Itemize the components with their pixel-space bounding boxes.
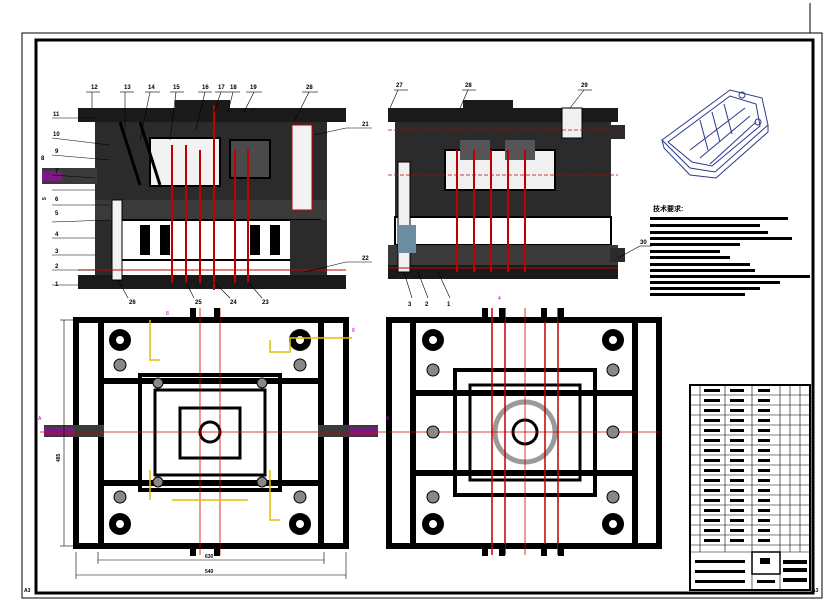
part-label: 10 [53, 132, 60, 138]
dimension-lines [60, 319, 347, 579]
part-label: 28 [465, 83, 472, 89]
part-label: 19 [250, 85, 257, 91]
part-label: 1 [55, 282, 59, 288]
section-mark: A [38, 416, 42, 422]
drawing-frame [34, 38, 815, 595]
side-section-view [388, 100, 625, 279]
part-label: 5 [55, 211, 59, 217]
technical-requirements: 技术要求: [650, 204, 810, 296]
section-marks: 8 A A 8 4 [38, 296, 501, 422]
part-isometric-view [661, 89, 769, 179]
part-label: 15 [173, 85, 180, 91]
part-label: 27 [396, 83, 403, 89]
part-label: 22 [362, 256, 369, 262]
part-label: 9 [55, 149, 59, 155]
part-label: 4 [55, 232, 59, 238]
section-mark: A [386, 416, 390, 422]
part-label: 6 [55, 197, 59, 203]
front-section-view [42, 100, 346, 290]
dim-outer-width-value: 540 [205, 569, 214, 575]
plan-view-left [40, 308, 388, 556]
part-label: 1 [447, 302, 451, 308]
part-label: 16 [202, 85, 209, 91]
part-label: 17 [218, 85, 225, 91]
dimension-text: 485 630 540 A3 A3 5 [24, 197, 819, 594]
part-label: 23 [262, 300, 269, 306]
title-block [689, 384, 811, 591]
front-side-dim: 5 [42, 197, 48, 200]
part-label: 7 [55, 169, 59, 175]
part-label: 30 [640, 240, 647, 246]
section-mark: 8 [352, 328, 355, 334]
front-view-leaders [51, 91, 372, 299]
part-label: 29 [581, 83, 588, 89]
part-label: 25 [195, 300, 202, 306]
dim-inner-width-value: 630 [205, 554, 214, 560]
part-label: 13 [124, 85, 131, 91]
side-view-labels: 27 28 29 30 3 2 1 [396, 83, 647, 308]
part-label: 14 [148, 85, 155, 91]
part-label: 2 [55, 264, 59, 270]
part-label: 18 [230, 85, 237, 91]
part-label: 3 [55, 249, 59, 255]
part-label: 24 [230, 300, 237, 306]
part-label: 11 [53, 112, 60, 118]
front-view-labels: 12 13 14 15 16 17 18 19 28 11 10 9 8 7 6… [41, 85, 369, 306]
side-view-leaders [389, 89, 652, 299]
part-label: 21 [362, 122, 369, 128]
outer-sheet-border [21, 32, 823, 599]
tech-requirements-heading: 技术要求: [653, 204, 683, 213]
part-label: 28 [306, 85, 313, 91]
section-mark: 8 [166, 311, 169, 317]
dim-height-value: 485 [56, 453, 62, 462]
part-label: 26 [129, 300, 136, 306]
part-label: 8 [41, 156, 45, 162]
sheet-size-mark: A3 [812, 588, 819, 594]
section-mark: 4 [498, 296, 501, 302]
part-label: 2 [425, 302, 429, 308]
part-label: 12 [91, 85, 98, 91]
plan-view-right [386, 308, 662, 556]
sheet-size-mark: A3 [24, 588, 31, 594]
part-label: 3 [408, 302, 412, 308]
